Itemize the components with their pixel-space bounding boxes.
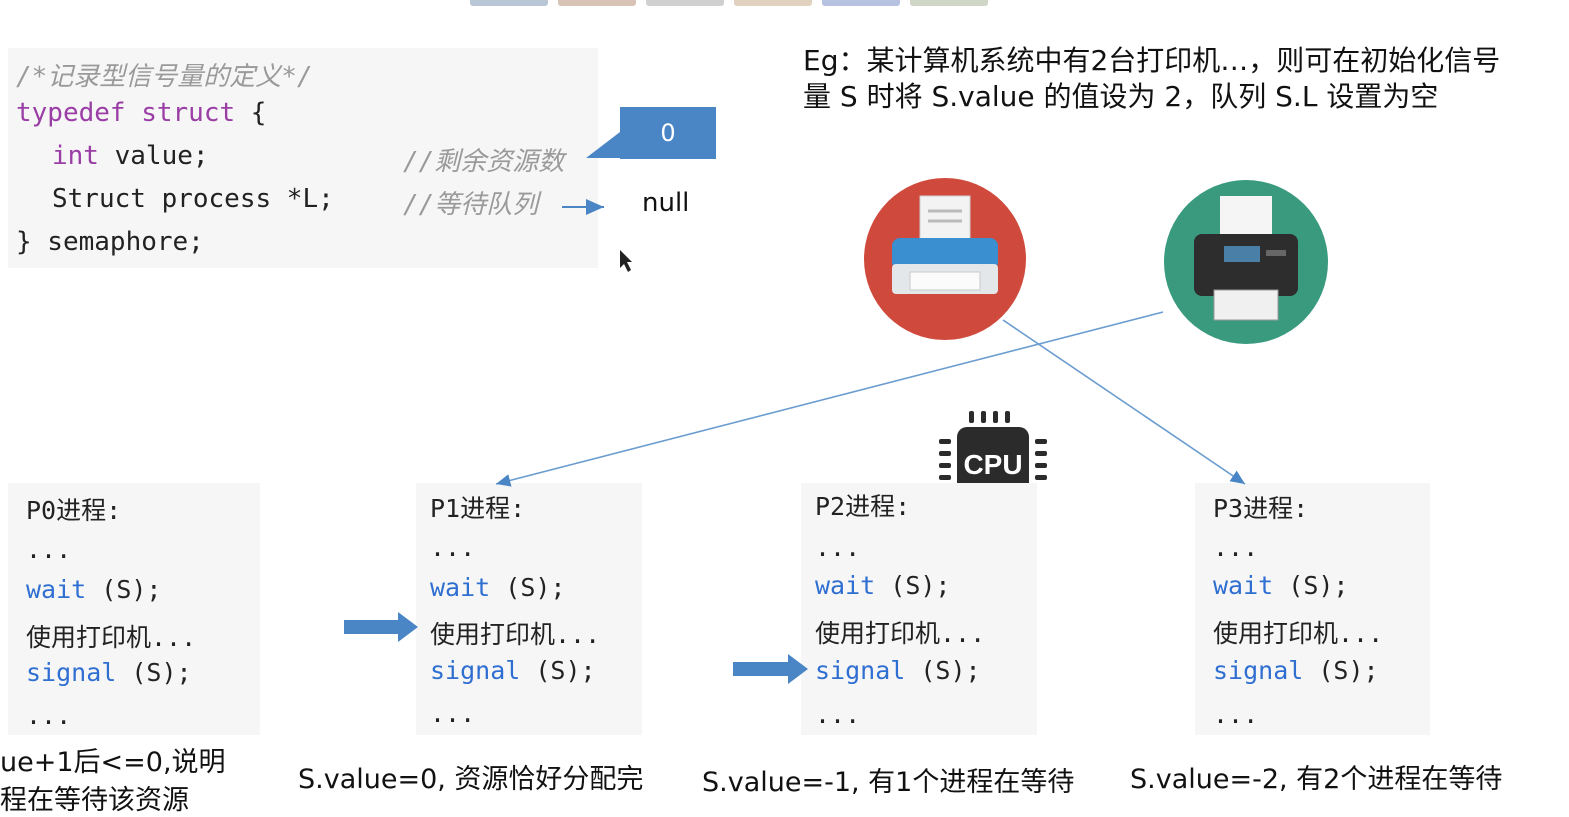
process-title: P0进程: xyxy=(26,496,122,525)
wait-arg: (S); xyxy=(86,575,162,604)
code-ellipsis: ... xyxy=(430,699,476,728)
wait-keyword: wait xyxy=(1213,571,1274,600)
use-printer: 使用打印机... xyxy=(815,619,986,648)
use-printer: 使用打印机... xyxy=(1213,619,1384,648)
caption-p3: S.value=-2, 有2个进程在等待 xyxy=(1130,764,1503,795)
wait-keyword: wait xyxy=(430,573,491,602)
printer-green-to-p1-line xyxy=(495,311,1164,487)
code-ellipsis: ... xyxy=(815,700,861,729)
brace-open: { xyxy=(235,98,267,128)
code-ellipsis: ... xyxy=(26,701,72,730)
process-p2-code: P2进程: ... wait (S); 使用打印机... signal (S);… xyxy=(801,483,1037,735)
code-ellipsis: ... xyxy=(26,535,72,564)
toolbar-tab xyxy=(646,0,724,6)
wait-arg: (S); xyxy=(490,573,566,602)
example-text: Eg：某计算机系统中有2台打印机…，则可在初始化信号量 S 时将 S.value… xyxy=(803,44,1501,113)
code-ellipsis: ... xyxy=(1213,533,1259,562)
process-title: P1进程: xyxy=(430,494,526,523)
signal-call: signal (S); xyxy=(430,656,596,685)
wait-call: wait (S); xyxy=(1213,571,1348,600)
caption-p1: S.value=0, 资源恰好分配完 xyxy=(298,764,644,795)
top-toolbar-stub xyxy=(470,0,988,6)
wait-arg: (S); xyxy=(875,571,951,600)
caption-p0-line1: ue+1后<=0,说明 xyxy=(0,747,226,778)
printer-red-to-p3-line xyxy=(1002,319,1246,485)
struct-comment: /*记录型信号量的定义*/ xyxy=(16,62,313,92)
right-arrow-icon xyxy=(344,612,418,642)
int-keyword: int xyxy=(52,141,99,171)
signal-call: signal (S); xyxy=(1213,656,1379,685)
toolbar-tab xyxy=(470,0,548,6)
use-printer: 使用打印机... xyxy=(430,620,601,649)
signal-call: signal (S); xyxy=(26,658,192,687)
null-label: null xyxy=(642,188,690,218)
signal-keyword: signal xyxy=(26,658,117,687)
signal-arg: (S); xyxy=(116,658,192,687)
signal-keyword: signal xyxy=(815,656,906,685)
toolbar-tab xyxy=(822,0,900,6)
callout-pointer xyxy=(586,132,620,158)
signal-arg: (S); xyxy=(520,656,596,685)
signal-arg: (S); xyxy=(905,656,981,685)
signal-keyword: signal xyxy=(430,656,521,685)
wait-call: wait (S); xyxy=(26,575,161,604)
process-title: P2进程: xyxy=(815,492,911,521)
code-ellipsis: ... xyxy=(430,533,476,562)
use-printer: 使用打印机... xyxy=(26,623,197,652)
caption-p2: S.value=-1, 有1个进程在等待 xyxy=(702,767,1075,798)
cpu-icon: CPU xyxy=(935,405,1051,525)
wait-keyword: wait xyxy=(26,575,87,604)
toolbar-tab xyxy=(734,0,812,6)
struct-typedef-line: typedef struct { xyxy=(16,98,266,128)
right-arrow-icon xyxy=(733,654,808,684)
signal-arg: (S); xyxy=(1303,656,1379,685)
toolbar-tab xyxy=(558,0,636,6)
process-title: P3进程: xyxy=(1213,494,1309,523)
semaphore-struct-code: /*记录型信号量的定义*/ typedef struct { int value… xyxy=(8,48,598,268)
signal-keyword: signal xyxy=(1213,656,1304,685)
value-field: value; xyxy=(98,141,209,171)
struct-value-line: int value; xyxy=(52,141,209,171)
signal-call: signal (S); xyxy=(815,656,981,685)
printer-red-icon xyxy=(862,176,1028,346)
code-ellipsis: ... xyxy=(815,533,861,562)
code-ellipsis: ... xyxy=(1213,700,1259,729)
wait-call: wait (S); xyxy=(815,571,950,600)
value-comment: //剩余资源数 xyxy=(403,147,565,177)
typedef-keyword: typedef struct xyxy=(16,98,236,128)
struct-close-line: } semaphore; xyxy=(16,227,204,257)
toolbar-tab xyxy=(910,0,988,6)
mouse-cursor-icon xyxy=(620,250,632,272)
value-callout: 0 xyxy=(620,107,716,159)
struct-list-line: Struct process *L; xyxy=(52,184,334,214)
wait-keyword: wait xyxy=(815,571,876,600)
process-p3-code: P3进程: ... wait (S); 使用打印机... signal (S);… xyxy=(1195,483,1430,735)
wait-call: wait (S); xyxy=(430,573,565,602)
process-p0-code: P0进程: ... wait (S); 使用打印机... signal (S);… xyxy=(8,483,260,735)
wait-arg: (S); xyxy=(1273,571,1349,600)
list-comment: //等待队列 xyxy=(403,190,539,220)
process-p1-code: P1进程: ... wait (S); 使用打印机... signal (S);… xyxy=(416,483,642,735)
printer-green-icon xyxy=(1162,178,1330,350)
cpu-label: CPU xyxy=(963,449,1022,480)
